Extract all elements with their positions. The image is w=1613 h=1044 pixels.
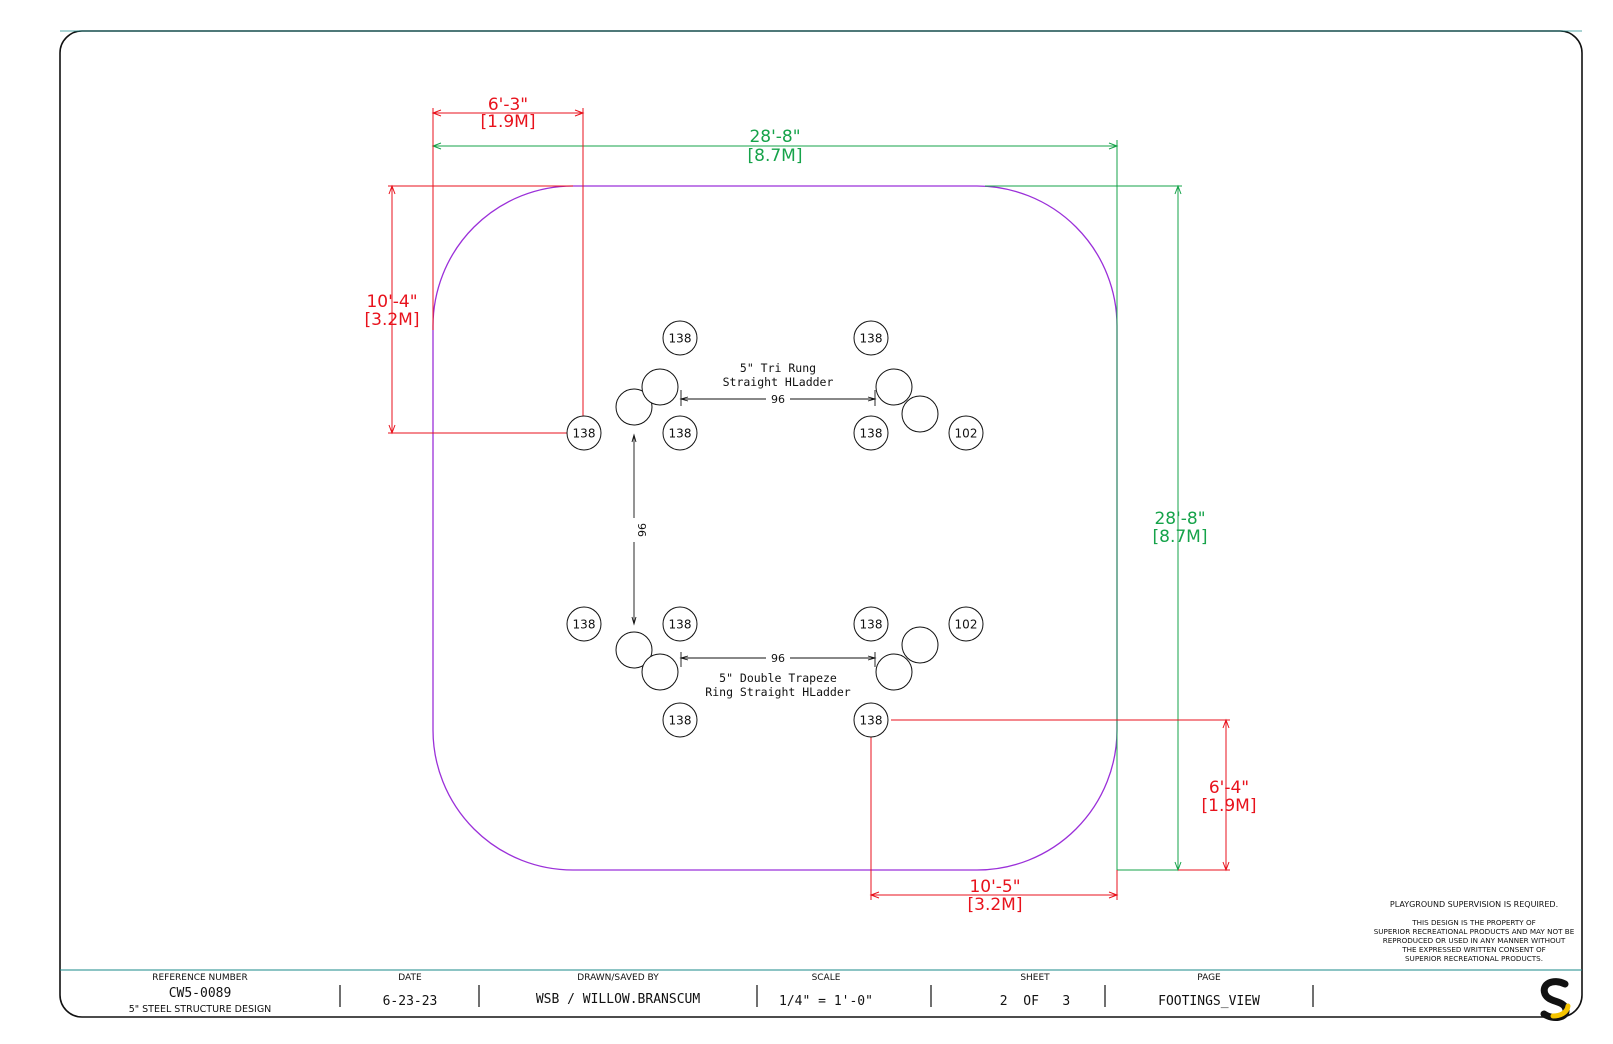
- svg-text:138: 138: [669, 714, 692, 728]
- top-offset-imperial: 6'-3": [488, 95, 528, 115]
- lower-ladder-span-label: 96: [771, 652, 785, 665]
- upper-ladder-name-line1: 5" Tri Rung: [740, 361, 816, 375]
- overall-width-metric: [8.7M]: [748, 146, 803, 166]
- date-header: DATE: [398, 973, 422, 983]
- supervision-note: PLAYGROUND SUPERVISION IS REQUIRED.: [1390, 900, 1558, 909]
- lower-ladder-name-line2: Ring Straight HLadder: [705, 685, 850, 699]
- top-offset-dimension: [431, 108, 585, 420]
- sheet-header: SHEET: [1020, 973, 1050, 983]
- reference-sub: 5" STEEL STRUCTURE DESIGN: [129, 1004, 272, 1015]
- left-offset-dimension: [388, 184, 573, 435]
- scale-value: 1/4" = 1'-0": [779, 994, 873, 1009]
- sheet-value: 2 OF 3: [1000, 994, 1070, 1009]
- svg-text:138: 138: [669, 427, 692, 441]
- bottom-offset-imperial: 10'-5": [969, 877, 1020, 897]
- footing-4: [662, 415, 698, 451]
- drawn-header: DRAWN/SAVED BY: [577, 973, 659, 983]
- footing-labels: 138 138 138 138 102 138 138 138 102 138 …: [573, 332, 978, 728]
- svg-text:SUPERIOR RECREATIONAL PRODUCTS: SUPERIOR RECREATIONAL PRODUCTS.: [1405, 954, 1543, 963]
- left-offset-metric: [3.2M]: [365, 310, 420, 330]
- svg-text:102: 102: [955, 427, 978, 441]
- svg-text:138: 138: [860, 332, 883, 346]
- vertical-span-label: 96: [635, 523, 648, 537]
- svg-text:102: 102: [955, 618, 978, 632]
- footing-circles: [566, 320, 984, 738]
- post-circles: [615, 368, 939, 691]
- svg-text:SUPERIOR RECREATIONAL PRODUCTS: SUPERIOR RECREATIONAL PRODUCTS AND MAY N…: [1374, 927, 1575, 936]
- svg-text:138: 138: [573, 427, 596, 441]
- company-logo: [1540, 978, 1571, 1021]
- footing-3: [566, 415, 602, 451]
- page-header: PAGE: [1197, 973, 1221, 983]
- upper-ladder-span-label: 96: [771, 393, 785, 406]
- reference-value: CW5-0089: [169, 986, 232, 1001]
- lower-ladder-name-line1: 5" Double Trapeze: [719, 671, 837, 685]
- svg-text:138: 138: [669, 332, 692, 346]
- drawn-value: WSB / WILLOW.BRANSCUM: [536, 992, 701, 1007]
- title-block-dividers: [339, 985, 1314, 1007]
- footing-7: [566, 606, 602, 642]
- footing-5: [948, 415, 984, 451]
- svg-text:THIS DESIGN IS THE PROPERTY OF: THIS DESIGN IS THE PROPERTY OF: [1411, 918, 1536, 927]
- date-value: 6-23-23: [383, 994, 438, 1009]
- footing-12: [853, 702, 889, 738]
- top-offset-metric: [1.9M]: [481, 112, 536, 132]
- svg-text:REPRODUCED OR USED IN ANY MANN: REPRODUCED OR USED IN ANY MANNER WITHOUT: [1383, 936, 1566, 945]
- svg-text:THE EXPRESSED WRITTEN CONSENT: THE EXPRESSED WRITTEN CONSENT OF: [1401, 945, 1546, 954]
- use-zone-outline: [432, 185, 1118, 871]
- bottom-offset-dimension: [869, 735, 1119, 900]
- overall-width-imperial: 28'-8": [749, 127, 800, 147]
- footing-9: [948, 606, 984, 642]
- svg-text:138: 138: [860, 714, 883, 728]
- overall-width-dimension: [431, 140, 1119, 870]
- footing-8: [662, 606, 698, 642]
- bottom-offset-metric: [3.2M]: [968, 895, 1023, 915]
- overall-height-imperial: 28'-8": [1154, 509, 1205, 529]
- upper-ladder-name-line2: Straight HLadder: [723, 375, 834, 389]
- footing-2: [853, 320, 889, 356]
- right-offset-imperial: 6'-4": [1209, 778, 1249, 798]
- svg-text:138: 138: [573, 618, 596, 632]
- sheet-border: [59, 30, 1583, 1018]
- footing-10: [853, 606, 889, 642]
- footing-1: [662, 320, 698, 356]
- footing-11: [662, 702, 698, 738]
- left-offset-imperial: 10'-4": [366, 292, 417, 312]
- svg-text:138: 138: [669, 618, 692, 632]
- right-offset-dimension: [891, 718, 1230, 872]
- scale-header: SCALE: [812, 973, 841, 983]
- footing-6: [853, 415, 889, 451]
- right-offset-metric: [1.9M]: [1202, 796, 1257, 816]
- overall-height-metric: [8.7M]: [1153, 527, 1208, 547]
- reference-header: REFERENCE NUMBER: [152, 973, 248, 983]
- legal-notice: THIS DESIGN IS THE PROPERTY OF SUPERIOR …: [1374, 918, 1575, 963]
- svg-text:138: 138: [860, 427, 883, 441]
- svg-text:138: 138: [860, 618, 883, 632]
- page-value: FOOTINGS_VIEW: [1158, 994, 1260, 1009]
